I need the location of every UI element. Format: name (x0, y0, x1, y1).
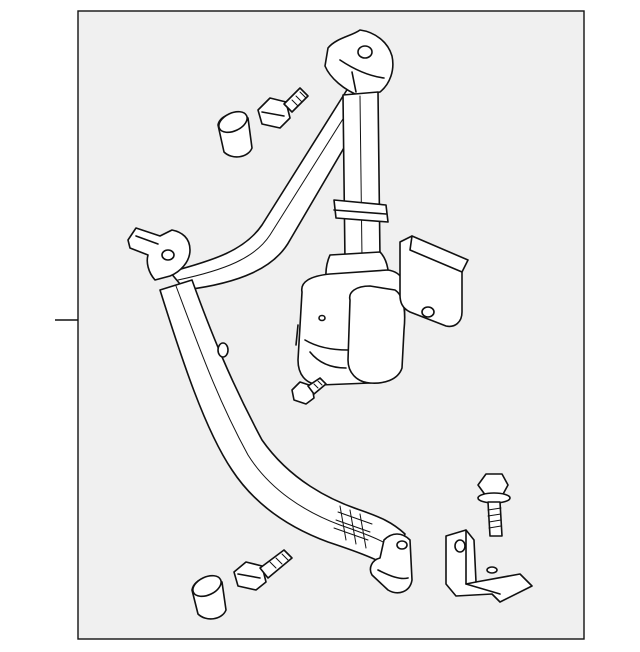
shoulder-guide (324, 29, 394, 97)
lower-cap (191, 574, 227, 620)
upper-bolt (257, 87, 309, 129)
flange-bolt (477, 473, 511, 537)
floor-anchor (369, 533, 413, 594)
webbing-clip (333, 199, 389, 223)
retractor-unit (295, 251, 407, 386)
cover-plate (399, 235, 469, 328)
upper-cap (217, 110, 253, 158)
lower-bolt (233, 549, 293, 591)
upper-webbing (169, 84, 373, 291)
vertical-webbing (342, 91, 381, 263)
latch-plate (127, 227, 191, 281)
small-bolt (291, 377, 327, 405)
mounting-bracket (445, 529, 533, 603)
webbing-label (333, 505, 373, 549)
lower-webbing (159, 279, 406, 569)
